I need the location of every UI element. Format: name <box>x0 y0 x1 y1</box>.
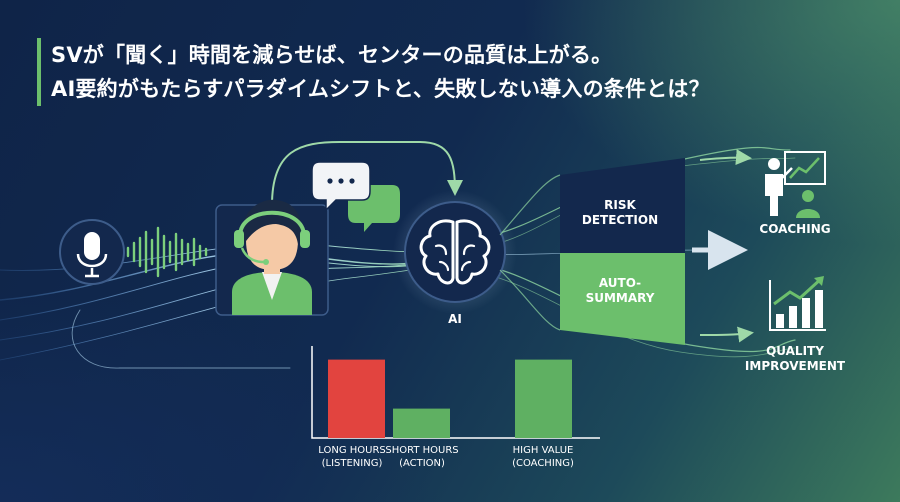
coaching-presenter-icon <box>765 151 826 218</box>
microphone-icon <box>59 219 125 285</box>
sound-wave-icon <box>126 226 208 278</box>
headline: SVが「聞く」時間を減らせば、センターの品質は上がる。 AI要約がもたらすパラダ… <box>37 38 710 106</box>
risk-detection-label: RISK DETECTION <box>581 198 659 227</box>
arrow-to-coaching <box>699 149 752 166</box>
ai-brain-icon <box>393 190 517 314</box>
headline-line-1: SVが「聞く」時間を減らせば、センターの品質は上がる。 <box>51 43 613 67</box>
chart-bar <box>515 359 572 438</box>
operator-avatar-icon <box>215 199 329 316</box>
quality-chart-icon <box>769 276 826 331</box>
chart-bar <box>328 359 385 438</box>
coaching-label: COACHING <box>759 222 831 236</box>
chart-category-label: SHORT HOURS (ACTION) <box>385 445 459 469</box>
chart-bar <box>393 408 450 438</box>
auto-summary-label: AUTO- SUMMARY <box>585 276 655 305</box>
headline-line-2: AI要約がもたらすパラダイムシフトと、失敗しない導入の条件とは？ <box>51 77 710 101</box>
chart-category-label: LONG HOURS (LISTENING) <box>318 445 386 469</box>
chat-bubbles-icon <box>311 161 400 232</box>
quality-improvement-label: QUALITY IMPROVEMENT <box>744 344 846 373</box>
arrow-to-quality <box>699 326 754 343</box>
time-bar-chart <box>311 346 600 439</box>
loop-arrow <box>271 141 463 206</box>
chart-axis <box>311 346 600 439</box>
chart-category-label: HIGH VALUE (COACHING) <box>512 445 574 469</box>
output-panel <box>499 158 685 345</box>
ai-label: AI <box>448 312 462 326</box>
